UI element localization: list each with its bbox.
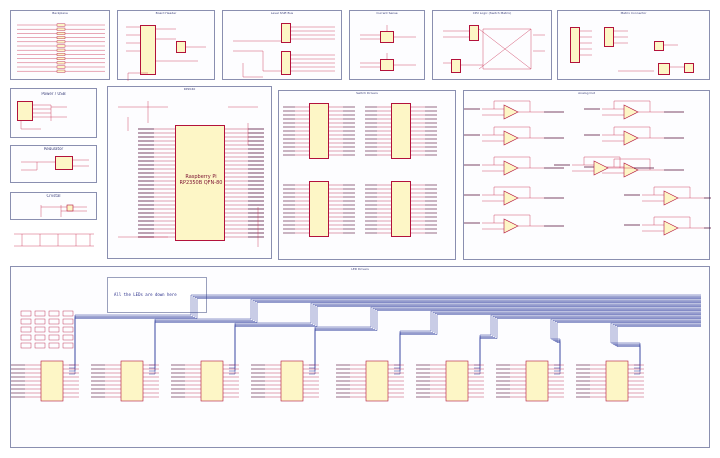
level-shift-wires [233, 26, 335, 78]
mcu-label-line2: RP2350B QFN-80 [179, 180, 223, 186]
panel-title: LED Drivers [351, 268, 369, 271]
regulator-wires [21, 159, 89, 171]
panel-title: Level Shift Bus [270, 12, 294, 15]
switch-driver-4 [391, 181, 411, 237]
panel-current: Current Sense [349, 10, 425, 80]
matrix-conn-b [604, 27, 614, 47]
panel-title: Regulator [43, 147, 64, 150]
usb-connector [17, 101, 33, 121]
connector-pins [17, 23, 105, 73]
panel-crystal: Crystal [10, 192, 97, 220]
panel-backplane: Backplane [10, 10, 110, 80]
shift-chip-a [281, 23, 291, 43]
matrix-conn-d [684, 63, 694, 73]
header-chip [140, 25, 156, 75]
usb-jack [654, 41, 664, 51]
logic-chip-b [451, 59, 461, 73]
panel-title: Power / USB [41, 92, 66, 95]
logic-chip-a [469, 25, 479, 41]
panel-switch-drivers: Switch Drivers [278, 90, 456, 260]
switch-driver-pins [283, 106, 437, 234]
panel-title: Crystal [46, 194, 61, 197]
crystal-wires [40, 204, 87, 217]
regulator-chip [55, 156, 73, 170]
switch-driver-1 [309, 103, 329, 159]
panel-power-usb: Power / USB [10, 88, 97, 138]
matrix-conn-wires [580, 30, 684, 72]
panel-board-header: Board Header [117, 10, 215, 81]
panel-title: Matrix Connector [620, 12, 647, 15]
decoupling-caps [14, 233, 94, 247]
mcu-pins [118, 101, 264, 247]
left-caps [10, 228, 97, 254]
led-bus-and-chips [11, 294, 701, 402]
panel-title: RP2040 [183, 88, 196, 91]
panel-title: CPU Logic (Switch Matrix) [472, 12, 512, 15]
panel-title: Analog Out [578, 92, 595, 95]
power-wires [20, 104, 67, 130]
switch-driver-2 [391, 103, 411, 159]
analog-opamps [464, 100, 711, 236]
led-note: All the LEDs are down here [114, 292, 177, 297]
current-chip-b [380, 59, 394, 71]
panel-title: Backplane [52, 12, 68, 15]
matrix-conn-c [658, 63, 670, 75]
board-header-wires [126, 26, 206, 81]
logic-wires [443, 28, 545, 70]
panel-regulator: Regulator [10, 145, 97, 183]
shift-chip-b [281, 51, 291, 75]
panel-level-shift: Level Shift Bus [222, 10, 342, 80]
panel-title: Current Sense [376, 12, 398, 15]
mcu-label-line1: Raspberry Pi [185, 174, 217, 180]
panel-logic: CPU Logic (Switch Matrix) [432, 10, 552, 80]
matrix-conn-a [570, 27, 580, 63]
panel-analog: Analog Out [463, 90, 711, 260]
current-chip-a [380, 31, 394, 43]
mcu-label: Raspberry Pi RP2350B QFN-80 [179, 174, 223, 186]
current-wires [360, 25, 416, 68]
panel-matrix-connector: Matrix Connector [557, 10, 710, 80]
panel-title: Board Header [155, 12, 177, 15]
panel-mcu: RP2040 Raspberry Pi RP2350B QFN-80 [107, 86, 272, 259]
switch-driver-3 [309, 181, 329, 237]
small-chip [176, 41, 186, 53]
mcu-chip: Raspberry Pi RP2350B QFN-80 [175, 125, 225, 241]
panel-title: Switch Drivers [356, 92, 378, 95]
panel-led-drivers: LED Drivers All the LEDs are down here [10, 266, 710, 448]
led-note-box: All the LEDs are down here [107, 277, 207, 313]
